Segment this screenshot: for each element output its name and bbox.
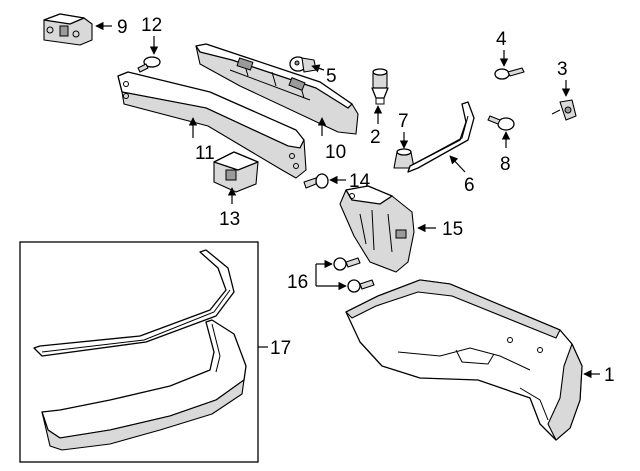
callout-4: 4 [496,29,507,50]
callout-6: 6 [464,175,475,196]
clip-part-5 [289,56,317,73]
lower-panel-part-17 [41,319,247,451]
callout-12: 12 [141,15,162,36]
clip-part-4 [494,67,525,80]
callout-9: 9 [117,17,128,38]
callout-10: 10 [325,142,346,163]
retainer-part-2 [371,68,389,105]
bolt-part-12 [137,56,161,73]
callout-13: 13 [219,209,240,230]
strip-part-6 [407,101,475,173]
callout-16: 16 [287,272,308,293]
mount-part-13 [213,151,259,193]
callout-17: 17 [270,338,291,359]
bolt-part-14 [303,173,329,189]
callout-3: 3 [557,59,568,80]
nut-part-7 [393,148,415,169]
moulding-part-17 [33,249,235,357]
energy-absorber-part-10 [195,43,359,135]
callout-2: 2 [370,127,381,148]
callout-7: 7 [398,111,409,132]
bumper-cover-part-1 [345,279,583,441]
clip-part-3 [551,99,577,121]
bracket-part-15 [339,185,415,273]
reinforcement-bar-part-11 [117,71,307,179]
callout-8: 8 [500,154,511,175]
callout-1: 1 [604,365,615,386]
callout-5: 5 [326,66,337,87]
bracket-part-9 [43,13,93,46]
bolt-part-8 [487,115,515,131]
bolt-part-16 [333,257,375,293]
callout-11: 11 [195,143,215,164]
callout-15: 15 [442,219,463,240]
